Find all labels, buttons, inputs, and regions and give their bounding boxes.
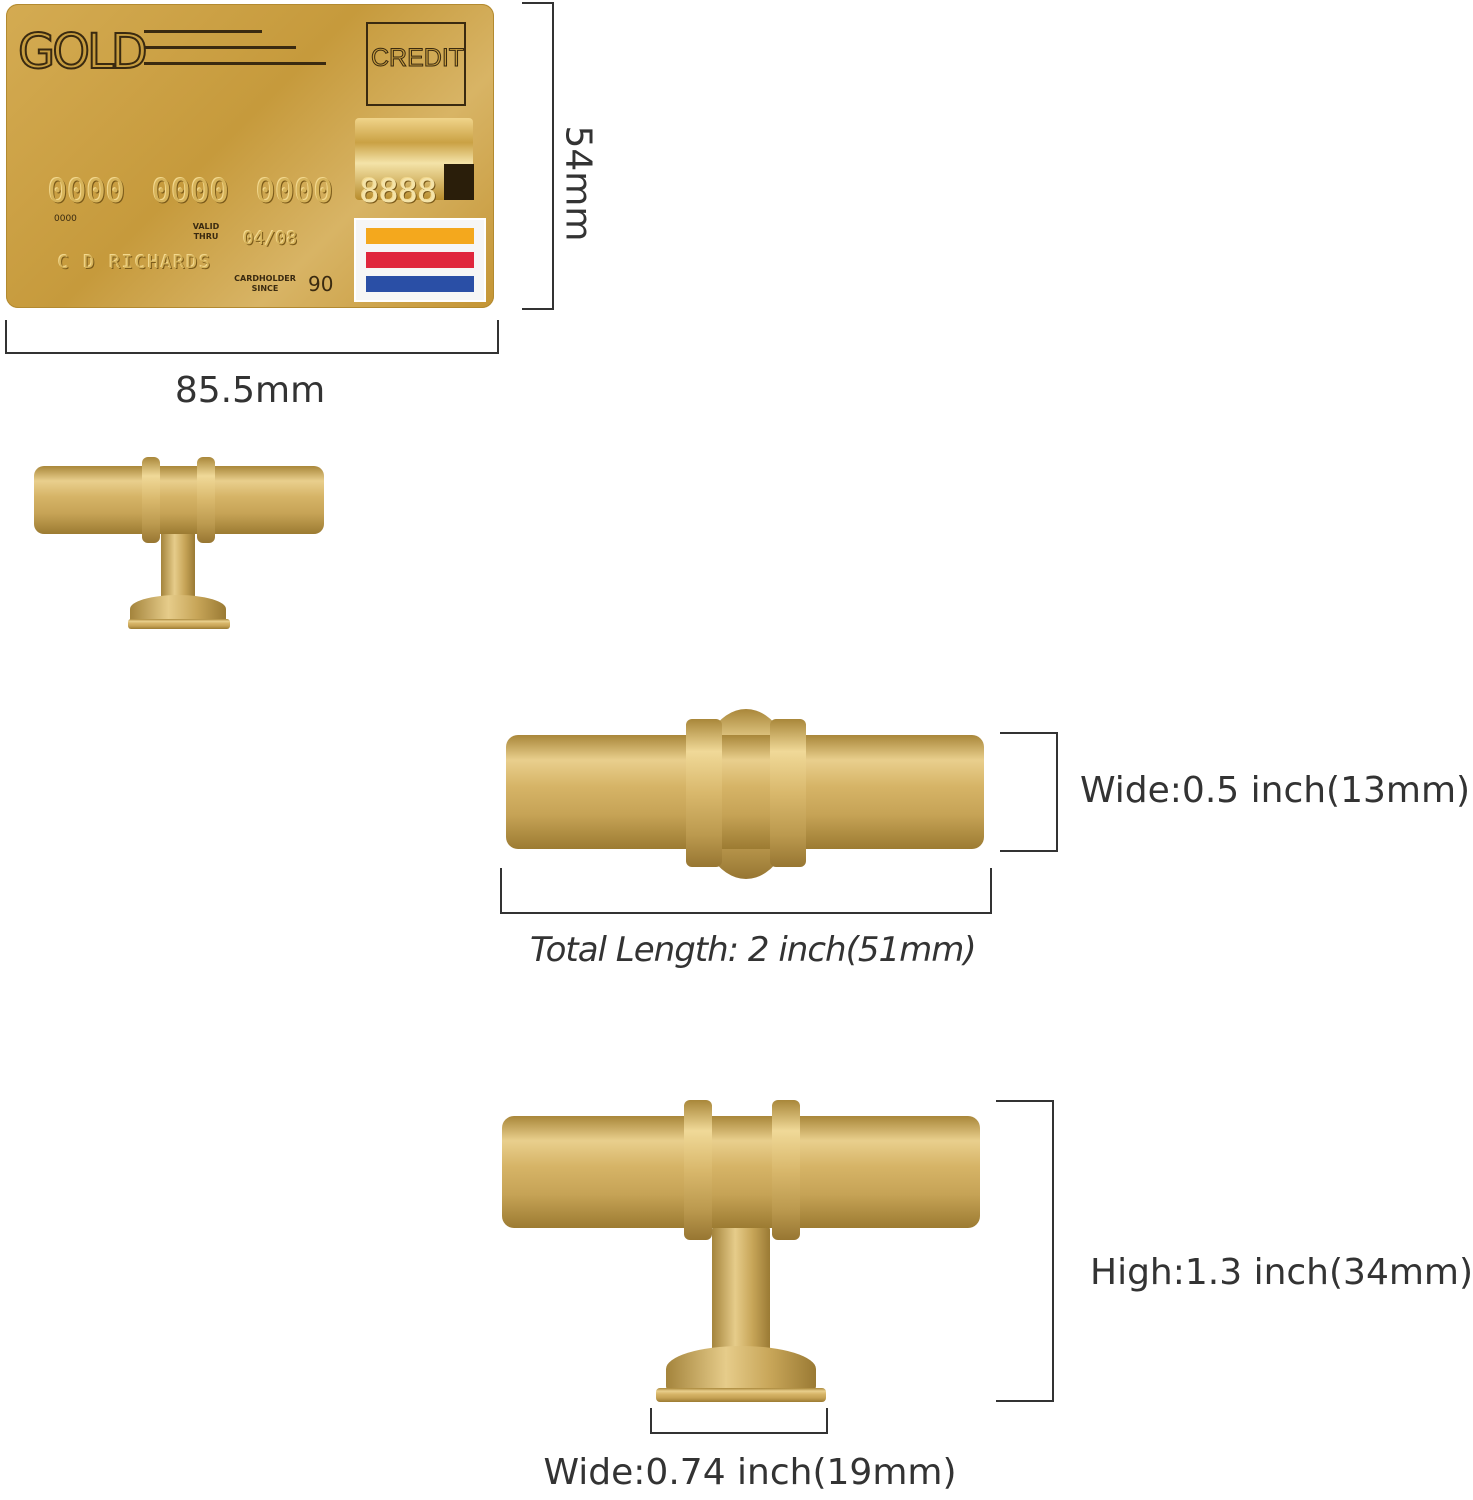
knob-small-bar: [34, 466, 324, 534]
knob-height-label: High:1.3 inch(34mm): [1090, 1252, 1473, 1293]
card-chip-shadow: [444, 164, 474, 200]
card-brand: GOLD: [17, 23, 149, 81]
cardholder-since: 90: [308, 272, 334, 296]
knob-base-width-tick: [826, 1408, 828, 1434]
knob-base-width-line: [650, 1432, 828, 1434]
knob-small: [30, 455, 330, 645]
knob-side-ring: [772, 1100, 800, 1240]
flag-stripe-red: [366, 252, 474, 268]
card-number-group-3: 0000: [256, 172, 334, 210]
cardholder-name: C D RICHARDS: [58, 252, 213, 273]
knob-top-ring: [686, 719, 722, 867]
card-height-tick: [522, 2, 554, 4]
card-height-tick: [522, 308, 554, 310]
knob-length-tick: [990, 868, 992, 914]
card-small-number: 0000: [54, 214, 77, 224]
card-height-line: [552, 2, 554, 310]
knob-side-bar: [502, 1116, 980, 1228]
credit-card: GOLD CREDIT 0000 0000 0000 8888 0000 VAL…: [6, 4, 494, 308]
knob-base-width-tick: [650, 1408, 652, 1434]
knob-small-foot: [128, 619, 230, 629]
card-brand-line: [144, 30, 262, 33]
knob-top-bar: [506, 735, 984, 849]
knob-height-tick: [996, 1100, 1054, 1102]
knob-width-line: [1056, 732, 1058, 852]
card-brand-line: [144, 62, 326, 65]
knob-side-foot: [656, 1388, 826, 1402]
knob-side-stem: [712, 1224, 770, 1364]
knob-width-tick: [1000, 732, 1058, 734]
knob-length-tick: [500, 868, 502, 914]
knob-small-ring: [197, 457, 215, 543]
card-type-label: CREDIT: [370, 44, 465, 73]
knob-side-ring: [684, 1100, 712, 1240]
card-brand-line: [144, 46, 296, 49]
card-number-group-2: 0000: [152, 172, 230, 210]
knob-base-width-label: Wide:0.74 inch(19mm): [543, 1452, 957, 1493]
knob-height-tick: [996, 1400, 1054, 1402]
valid-thru-label: VALID THRU: [192, 222, 220, 241]
knob-side-view: [500, 1098, 982, 1410]
knob-length-line: [500, 912, 992, 914]
knob-width-label: Wide:0.5 inch(13mm): [1080, 770, 1471, 811]
credit-box: [366, 22, 466, 106]
knob-length-label: Total Length: 2 inch(51mm): [530, 930, 977, 970]
flag-stripe-blue: [366, 276, 474, 292]
card-number-group-1: 0000: [48, 172, 126, 210]
card-number-group-4: 8888: [360, 172, 438, 210]
knob-small-ring: [142, 457, 160, 543]
knob-height-line: [1052, 1100, 1054, 1402]
flag-stripe-yellow: [366, 228, 474, 244]
card-width-line: [5, 352, 499, 354]
card-width-tick: [497, 320, 499, 354]
knob-top-ring: [770, 719, 806, 867]
knob-top-view: [500, 705, 990, 885]
knob-small-stem: [161, 530, 195, 605]
knob-side-base: [666, 1346, 816, 1392]
card-height-label: 54mm: [557, 125, 599, 242]
card-width-tick: [5, 320, 7, 354]
card-width-label: 85.5mm: [174, 370, 326, 411]
card-network-logo: [354, 218, 486, 302]
knob-small-base: [130, 595, 226, 623]
valid-thru-date: 04/08: [243, 228, 298, 249]
cardholder-since-label: CARDHOLDER SINCE: [234, 274, 296, 293]
knob-width-tick: [1000, 850, 1058, 852]
